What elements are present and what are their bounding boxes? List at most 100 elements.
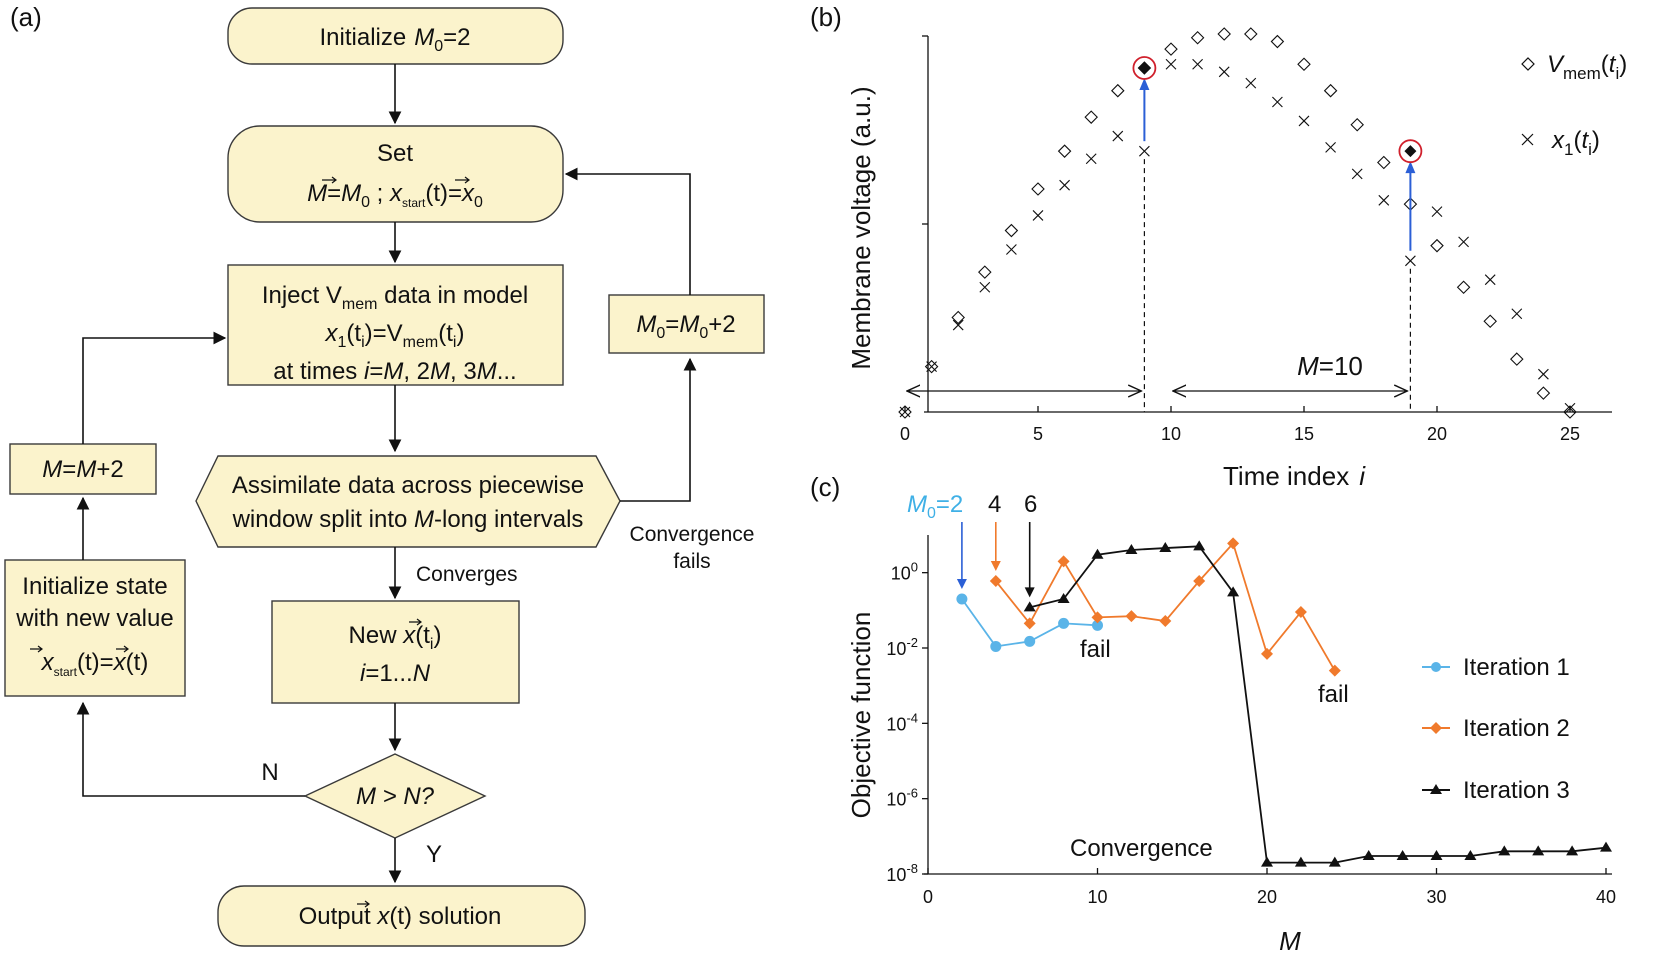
vmem-point — [1377, 155, 1391, 170]
panel-b-label: (b) — [810, 2, 842, 32]
panel-c-label: (c) — [810, 472, 840, 502]
iteration-1-point — [956, 593, 968, 605]
iteration-2-point — [1294, 606, 1307, 619]
arrow-m0-to-set — [564, 167, 691, 295]
y-tick-label: 100 — [891, 560, 918, 584]
iteration-1-point — [1058, 617, 1070, 629]
init-state-line3: xstart(t)=x(t) — [41, 649, 149, 679]
vmem-point — [924, 359, 939, 374]
chart-b-points — [898, 27, 1577, 419]
legend-vmem: Vmem(ti) — [1547, 51, 1627, 83]
vmem-point — [1111, 83, 1125, 98]
iteration-3-point — [1159, 542, 1172, 553]
init-state-line1: Initialize state — [22, 573, 167, 600]
iteration-3-point — [1464, 850, 1477, 861]
vmem-point — [1270, 34, 1285, 49]
x1-point — [1032, 210, 1044, 221]
assimilate-hexagon — [195, 455, 621, 548]
iteration-3-point — [1328, 856, 1341, 867]
injected-point — [1404, 145, 1417, 158]
output-text: Output x(t) solution — [299, 903, 502, 930]
iteration-3-point — [1227, 586, 1240, 597]
legend-diamond-marker — [1430, 722, 1442, 734]
x-tick-label: 20 — [1427, 424, 1447, 444]
inject-line2: x1(ti)=Vmem(ti) — [325, 320, 465, 351]
x1-point — [1245, 77, 1257, 89]
vmem-point — [1244, 27, 1258, 41]
x1-point — [899, 406, 911, 418]
vmem-point — [1190, 31, 1205, 45]
vmem-point — [1510, 352, 1524, 366]
x-tick-label: 10 — [1161, 424, 1181, 444]
x1-point — [1192, 58, 1203, 70]
start-arrowhead — [990, 561, 1001, 572]
x1-point — [1564, 402, 1576, 414]
x1-point — [1112, 130, 1124, 142]
x-tick-label: 0 — [923, 887, 933, 907]
x1-point — [1325, 142, 1336, 153]
assimilate-line2: window split into M-long intervals — [232, 506, 584, 533]
highlight-circle — [1132, 56, 1157, 80]
legend-diamond-icon — [1521, 57, 1535, 71]
new-x-box — [271, 600, 520, 704]
x1-point — [1378, 194, 1390, 206]
legend-x1: x1(ti) — [1551, 127, 1600, 159]
vector-accent — [409, 618, 422, 626]
iteration-1-point — [990, 640, 1002, 652]
iteration-3-point — [1600, 841, 1612, 852]
no-label: N — [261, 759, 278, 786]
y-tick-label: 10-8 — [886, 861, 918, 885]
arrow-m-to-inject — [82, 331, 227, 444]
new-x-line1: New x(ti) — [349, 622, 442, 653]
set-line2: M=M0 ; xstart(t)=x0 — [307, 180, 483, 211]
vmem-point — [1297, 57, 1311, 72]
x1-point — [1458, 236, 1469, 248]
chart-c-legend: Iteration 1 Iteration 2 Iteration 3 — [1422, 654, 1570, 804]
x1-point — [1085, 153, 1097, 165]
iteration-3-point — [1362, 850, 1375, 861]
x1-point — [1484, 274, 1496, 286]
start-arrowhead — [1024, 587, 1035, 598]
iteration-2-point — [1023, 617, 1036, 630]
iteration-2-point — [1057, 555, 1070, 568]
set-line1: Set — [377, 140, 413, 167]
m0-start-label: M0=2 — [907, 491, 963, 522]
convergence-fails-line1: Convergence — [630, 523, 755, 546]
iteration-3-point — [1261, 856, 1273, 867]
m-interval-label: M=10 — [1297, 351, 1363, 381]
x-tick-label: 5 — [1033, 424, 1043, 444]
iteration-2-point — [1159, 615, 1172, 628]
iteration-2-point — [1125, 610, 1138, 623]
x-tick-label: 40 — [1596, 887, 1616, 907]
convergence-label: Convergence — [1070, 835, 1213, 862]
vmem-point — [1483, 314, 1497, 329]
vmem-point — [1031, 182, 1045, 196]
iteration-3-point — [1566, 845, 1579, 856]
inject-line3: at times i=M, 2M, 3M... — [273, 358, 516, 385]
init-state-line2: with new value — [15, 605, 173, 632]
x-tick-label: 0 — [900, 424, 910, 444]
converges-label: Converges — [416, 563, 518, 586]
legend-x-icon — [1521, 133, 1534, 146]
vmem-point — [1430, 238, 1444, 253]
legend-iteration-1: Iteration 1 — [1463, 654, 1570, 681]
fail-label-iteration-1: fail — [1080, 636, 1111, 663]
update-m0-box — [608, 294, 765, 354]
iteration-2-point — [1261, 647, 1273, 660]
decision-diamond — [303, 753, 487, 839]
x1-point — [952, 319, 964, 331]
vmem-point — [1004, 223, 1019, 238]
arrow-no-to-init-state — [76, 701, 305, 797]
chart-b-y-label: Membrane voltage (a.u.) — [846, 86, 876, 369]
vmem-point — [898, 405, 912, 419]
iteration-3-point — [1532, 845, 1545, 856]
legend-triangle-marker — [1430, 784, 1442, 794]
chart-c-x-label: M — [1279, 926, 1301, 955]
x1-point — [979, 281, 991, 293]
